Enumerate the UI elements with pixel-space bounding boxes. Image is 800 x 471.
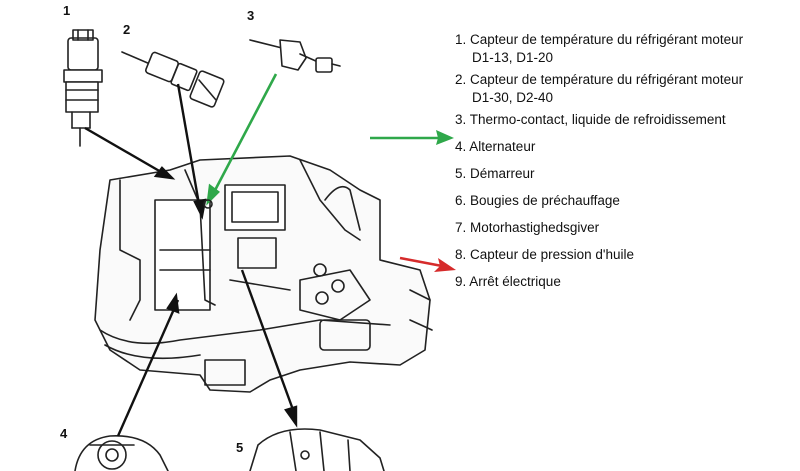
legend-label: Capteur de température du réfrigérant mo… <box>470 72 744 87</box>
legend-item-2: 2. Capteur de température du réfrigérant… <box>455 71 743 107</box>
coolant-temp-sensor-2-icon <box>121 51 225 108</box>
legend-item-1: 1. Capteur de température du réfrigérant… <box>455 31 743 67</box>
legend-label: Bougies de préchauffage <box>470 193 620 208</box>
component-legend: 1. Capteur de température du réfrigérant… <box>455 31 743 300</box>
legend-item-8: 8. Capteur de pression d'huile <box>455 246 743 264</box>
legend-number: 6. <box>455 193 467 208</box>
legend-number: 5. <box>455 166 467 181</box>
alternator-icon <box>74 435 169 471</box>
legend-label: Alternateur <box>469 139 536 154</box>
legend-item-6: 6. Bougies de préchauffage <box>455 192 743 210</box>
callout-4: 4 <box>60 426 68 441</box>
legend-item-9: 9. Arrêt électrique <box>455 273 743 291</box>
legend-number: 1. <box>455 32 467 47</box>
legend-label: Démarreur <box>470 166 535 181</box>
legend-item-7: 7. Motorhastighedsgiver <box>455 219 743 237</box>
callout-1: 1 <box>63 3 71 18</box>
legend-sublabel: D1-30, D2-40 <box>472 90 554 105</box>
legend-number: 8. <box>455 247 467 262</box>
legend-label: Arrêt électrique <box>469 274 561 289</box>
legend-number: 3. <box>455 112 467 127</box>
starter-motor-icon <box>249 428 385 471</box>
legend-number: 2. <box>455 72 467 87</box>
engine-diagram <box>63 29 433 471</box>
callout-3: 3 <box>247 8 255 23</box>
green-annotation-arrow-icon <box>370 130 454 145</box>
legend-number: 7. <box>455 220 467 235</box>
red-annotation-arrow-icon <box>399 256 456 272</box>
callout-2: 2 <box>123 22 131 37</box>
legend-label: Capteur de pression d'huile <box>470 247 634 262</box>
thermo-contact-icon <box>249 39 341 73</box>
legend-label: Motorhastighedsgiver <box>470 220 600 235</box>
legend-label: Capteur de température du réfrigérant mo… <box>470 32 744 47</box>
coolant-temp-sensor-1-icon <box>63 29 103 147</box>
legend-number: 4. <box>455 139 467 154</box>
legend-label: Thermo-contact, liquide de refroidisseme… <box>469 112 726 127</box>
legend-number: 9. <box>455 274 467 289</box>
legend-item-5: 5. Démarreur <box>455 165 743 183</box>
legend-item-3: 3. Thermo-contact, liquide de refroidiss… <box>455 111 743 129</box>
legend-sublabel: D1-13, D1-20 <box>472 50 554 65</box>
legend-item-4: 4. Alternateur <box>455 138 743 156</box>
callout-5: 5 <box>236 440 244 455</box>
engine-block-drawing <box>94 155 433 393</box>
